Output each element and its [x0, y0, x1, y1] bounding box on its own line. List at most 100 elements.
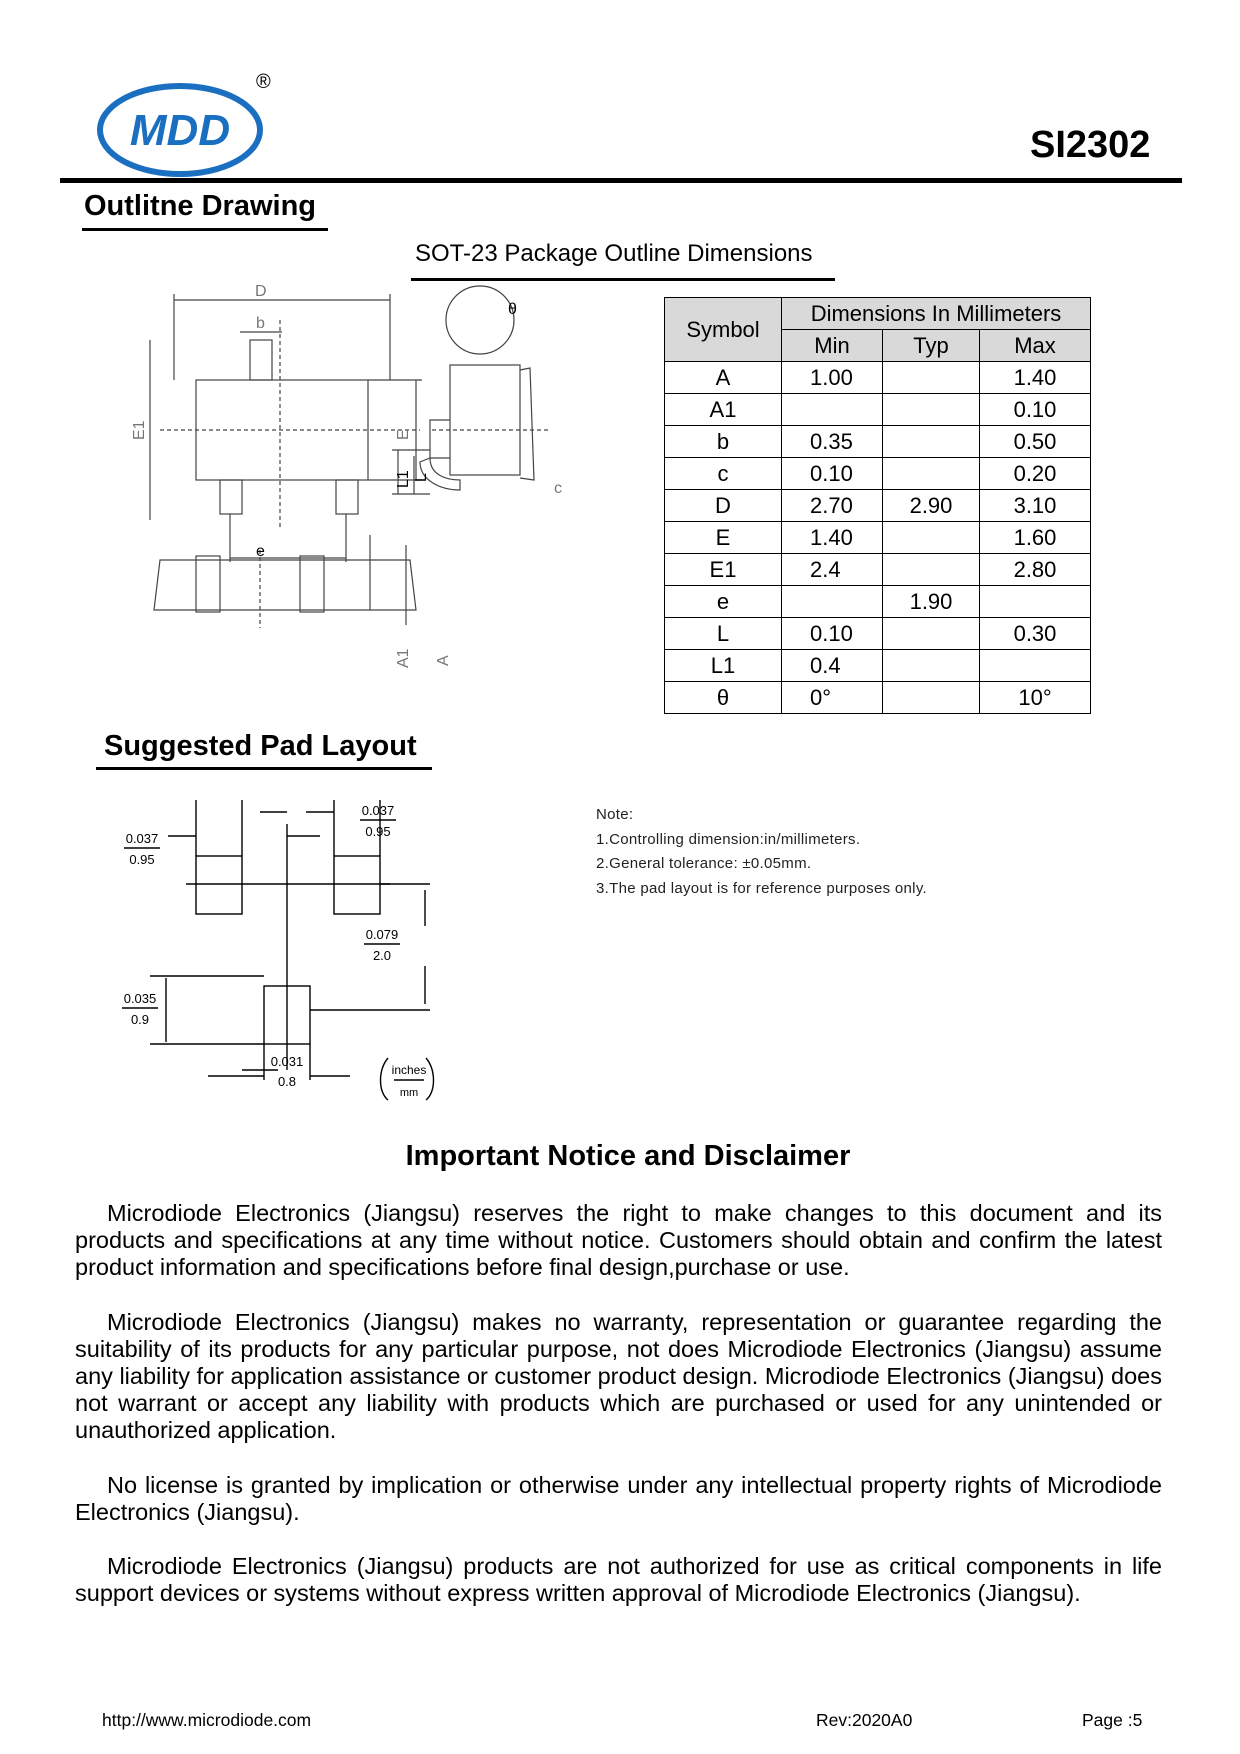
- pad-dim-pitch-mm: 2.0: [373, 948, 391, 963]
- table-subheader-row: Min Typ Max: [665, 329, 1091, 362]
- dim-label-theta: θ: [508, 301, 517, 318]
- cell-min: 2.70: [781, 489, 883, 522]
- cell-typ: [882, 521, 980, 554]
- table-header-row: Symbol Dimensions In Millimeters: [664, 297, 1091, 362]
- cell-min: 0°: [781, 681, 883, 714]
- dim-label-L: L: [413, 473, 430, 482]
- cell-max: 10°: [979, 681, 1091, 714]
- cell-symbol: e: [664, 585, 782, 618]
- pad-dim-left-top-mm: 0.95: [129, 852, 154, 867]
- package-outline-title: SOT-23 Package Outline Dimensions: [415, 240, 813, 267]
- cell-symbol: θ: [664, 681, 782, 714]
- outline-drawing-title: Outlitne Drawing: [84, 190, 316, 222]
- package-outline-drawing: D b E1 E e θ L1 L c A1 A: [131, 283, 562, 668]
- cell-max: 0.10: [979, 393, 1091, 426]
- cell-min: 1.00: [781, 361, 883, 394]
- pad-1: [195, 855, 243, 915]
- pad-layout-drawing: 0.037 0.95 0.037 0.95 0.079 2.0 0.035 0.…: [122, 800, 435, 1101]
- header-dimensions-group: Dimensions In Millimeters: [781, 297, 1091, 330]
- dimensions-table: Symbol Dimensions In Millimeters Min Typ…: [664, 297, 1091, 714]
- outline-title-underline: [82, 228, 328, 231]
- logo-text: MDD: [130, 106, 230, 155]
- cell-typ: [882, 649, 980, 682]
- cell-max: 0.20: [979, 457, 1091, 490]
- cell-typ: [882, 425, 980, 458]
- cell-typ: [882, 681, 980, 714]
- notes-title: Note:: [596, 806, 634, 823]
- cell-max: [979, 649, 1091, 682]
- cell-typ: [882, 361, 980, 394]
- pad-dim-pitch-inches: 0.079: [366, 927, 399, 942]
- registered-mark: ®: [256, 71, 271, 93]
- disclaimer-paragraph: Microdiode Electronics (Jiangsu) reserve…: [75, 1200, 1162, 1281]
- dim-label-E: E: [395, 429, 412, 440]
- cell-min: 0.35: [781, 425, 883, 458]
- note-item: 2.General tolerance: ±0.05mm.: [596, 855, 812, 872]
- dim-label-D: D: [255, 283, 267, 300]
- pad-dim-left-top-inches: 0.037: [126, 831, 159, 846]
- package-title-underline: [411, 278, 835, 281]
- header-typ: Typ: [882, 329, 980, 362]
- dim-label-c: c: [554, 480, 562, 497]
- note-item: 3.The pad layout is for reference purpos…: [596, 879, 927, 897]
- footer-page-number: Page :5: [1082, 1710, 1143, 1730]
- dim-label-A1: A1: [395, 648, 412, 668]
- cell-max: 2.80: [979, 553, 1091, 586]
- footer-revision: Rev:2020A0: [816, 1710, 913, 1730]
- cell-typ: 1.90: [882, 585, 980, 618]
- cell-max: 1.40: [979, 361, 1091, 394]
- cell-max: 0.30: [979, 617, 1091, 650]
- dim-label-A: A: [435, 655, 452, 666]
- disclaimer-paragraph: No license is granted by implication or …: [75, 1471, 1162, 1525]
- pad-layout-title: Suggested Pad Layout: [104, 730, 417, 762]
- header-symbol: Symbol: [664, 297, 782, 362]
- cell-symbol: E1: [664, 553, 782, 586]
- disclaimer-paragraph: Microdiode Electronics (Jiangsu) makes n…: [75, 1308, 1162, 1444]
- header-divider: [60, 178, 1182, 183]
- units-mm-label: mm: [400, 1087, 418, 1099]
- pad-dim-width-inches: 0.031: [271, 1054, 304, 1069]
- cell-typ: [882, 457, 980, 490]
- pad-title-underline: [96, 767, 432, 770]
- pad-dim-width-mm: 0.8: [278, 1074, 296, 1089]
- table-row: A1 0.10: [664, 393, 1091, 426]
- cell-min: 2.4: [781, 553, 883, 586]
- header-min: Min: [781, 329, 883, 362]
- disclaimer-title: Important Notice and Disclaimer: [405, 1140, 851, 1172]
- dim-label-E1: E1: [131, 420, 148, 440]
- cell-min: 1.40: [781, 521, 883, 554]
- disclaimer-body: Microdiode Electronics (Jiangsu) reserve…: [75, 1200, 1162, 1634]
- part-number: SI2302: [1030, 124, 1151, 166]
- header-max: Max: [979, 329, 1091, 362]
- pad-dim-right-top-mm: 0.95: [365, 824, 390, 839]
- cell-symbol: D: [664, 489, 782, 522]
- cell-max: 1.60: [979, 521, 1091, 554]
- cell-symbol: c: [664, 457, 782, 490]
- pad-dim-height-mm: 0.9: [131, 1012, 149, 1027]
- dim-label-e: e: [256, 543, 265, 560]
- units-inches-label: inches: [392, 1063, 427, 1077]
- cell-min: 0.4: [781, 649, 883, 682]
- table-row: e 1.90: [664, 585, 1091, 618]
- pad-dim-right-top-inches: 0.037: [362, 803, 395, 818]
- pad-dim-height-inches: 0.035: [124, 991, 157, 1006]
- cell-max: 0.50: [979, 425, 1091, 458]
- cell-symbol: L: [664, 617, 782, 650]
- cell-max: [979, 585, 1091, 618]
- cell-symbol: A1: [664, 393, 782, 426]
- cell-min: 0.10: [781, 617, 883, 650]
- pad-2: [333, 855, 381, 915]
- cell-symbol: E: [664, 521, 782, 554]
- cell-symbol: L1: [664, 649, 782, 682]
- cell-typ: 2.90: [882, 489, 980, 522]
- disclaimer-paragraph: Microdiode Electronics (Jiangsu) product…: [75, 1553, 1162, 1607]
